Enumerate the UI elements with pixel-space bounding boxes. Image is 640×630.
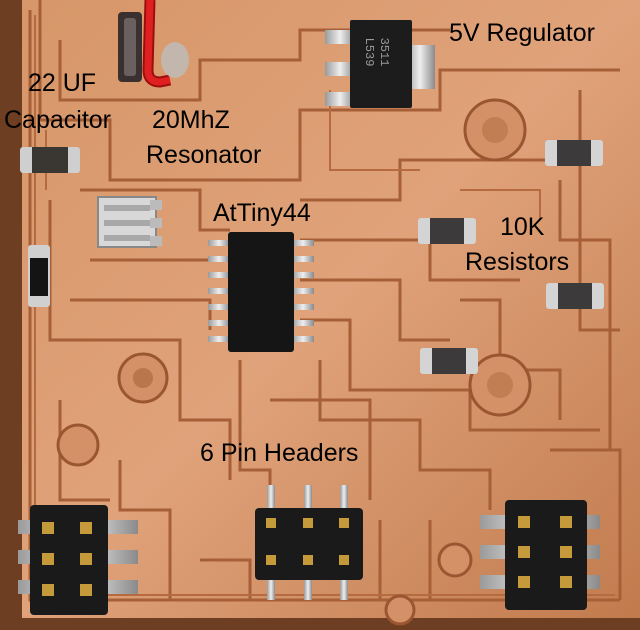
svg-text:3511: 3511	[377, 38, 391, 67]
resistors-label-line2: Resistors	[465, 248, 570, 276]
capacitor-label-line1: 22 UF	[28, 69, 97, 97]
resonator-label-line2: Resonator	[146, 141, 262, 169]
resistor-4	[420, 348, 478, 374]
header-bottom-left	[18, 505, 138, 615]
svg-text:L539: L539	[362, 38, 376, 67]
small-component-left	[28, 245, 50, 307]
resistors-label-line1: 10K	[500, 213, 545, 241]
microcontroller-label: AtTiny44	[213, 199, 311, 227]
resonator-label-line1: 20MhZ	[152, 106, 230, 134]
attiny44-chip	[208, 232, 314, 352]
red-wire	[142, 0, 172, 88]
resistor-2	[418, 218, 476, 244]
capacitor-label-line2: Capacitor	[4, 106, 111, 134]
header-bottom-center	[255, 485, 363, 600]
resistor-1	[545, 140, 603, 166]
resonator	[97, 196, 162, 248]
board-edge	[0, 0, 22, 630]
voltage-regulator: 3511 L539	[325, 20, 435, 108]
resistor-3	[546, 283, 604, 309]
via-pads	[56, 98, 532, 626]
headers-label: 6 Pin Headers	[200, 439, 359, 467]
header-bottom-right	[480, 500, 600, 610]
regulator-label: 5V Regulator	[449, 19, 595, 47]
capacitor-22uf	[20, 147, 80, 173]
